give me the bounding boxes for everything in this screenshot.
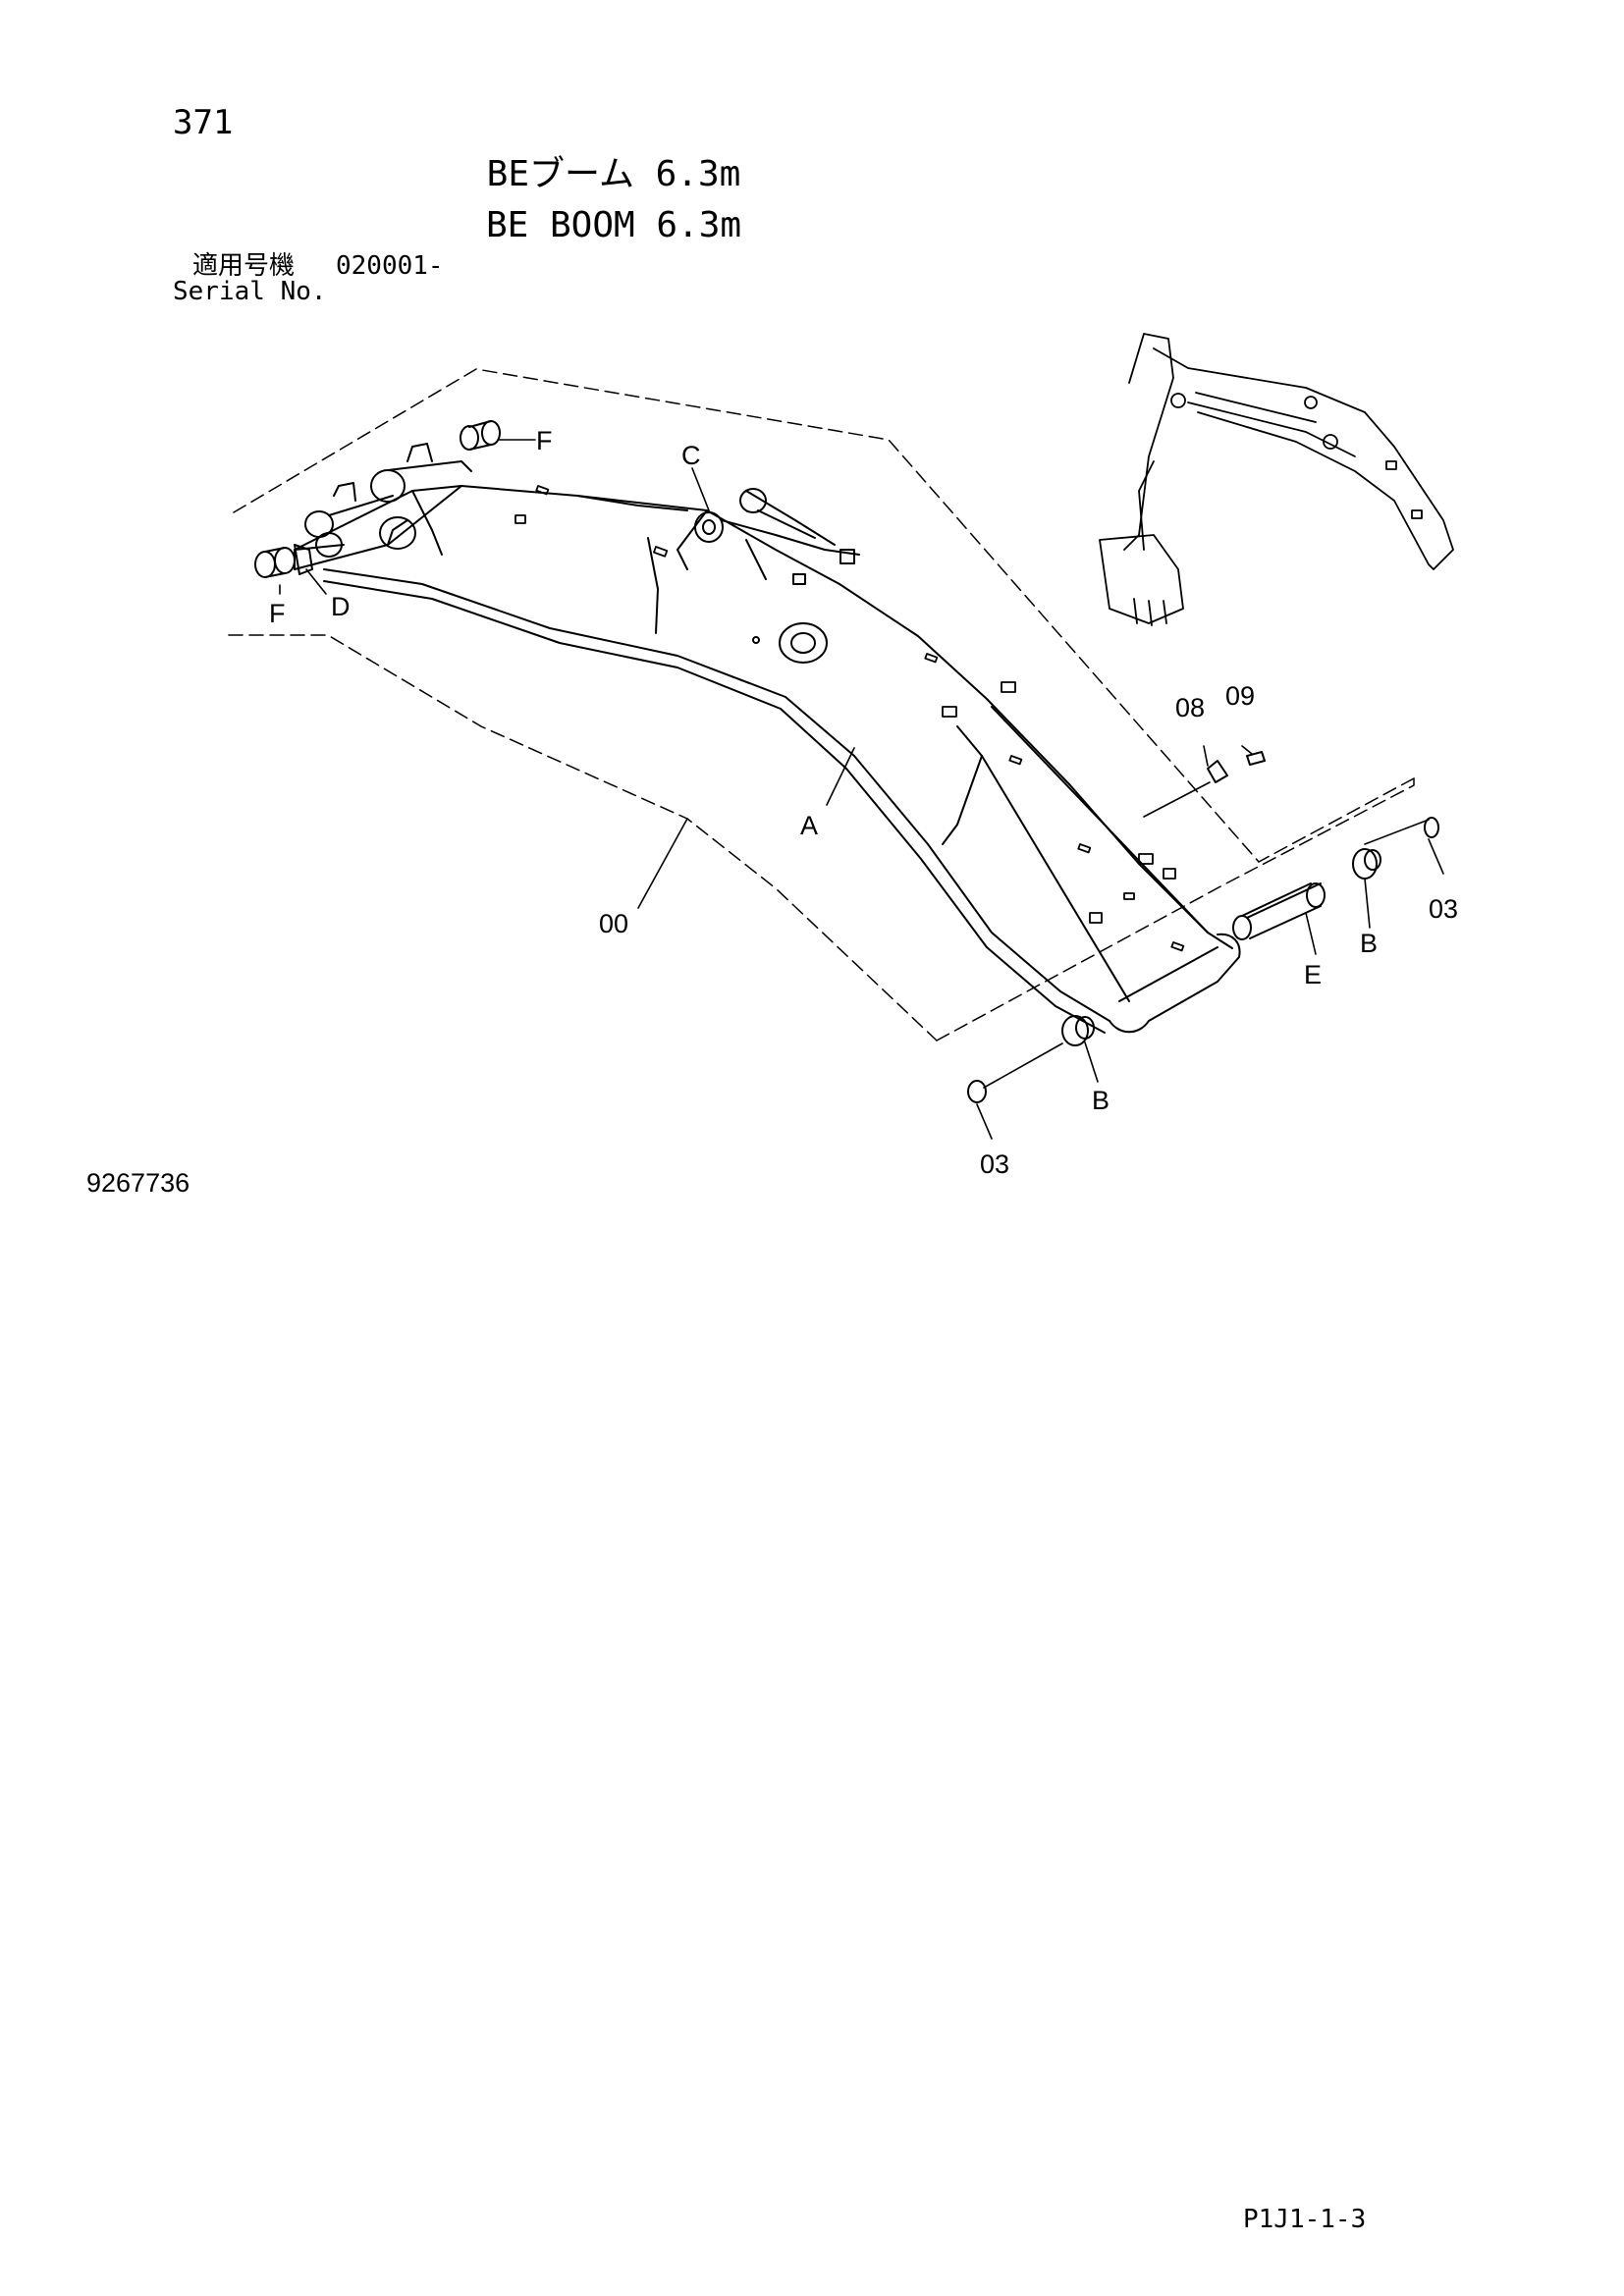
title-japanese: BEブーム 6.3m bbox=[486, 154, 741, 194]
callout-a: A bbox=[800, 811, 818, 840]
callout-f-left: F bbox=[269, 599, 286, 628]
arm-cylinder-bracket bbox=[694, 488, 860, 585]
leader-lines bbox=[279, 439, 1444, 1140]
center-hub bbox=[752, 622, 828, 664]
callout-d: D bbox=[331, 592, 351, 621]
serial-label-english: Serial No. bbox=[173, 277, 327, 306]
serial-number-value: 020001- bbox=[336, 251, 444, 281]
assembly-boundary bbox=[228, 368, 1415, 1041]
footer-page-code: P1J1-1-3 bbox=[1243, 2205, 1367, 2234]
callout-assembly-00: 00 bbox=[599, 909, 628, 938]
title-english: BE BOOM 6.3m bbox=[485, 205, 742, 245]
page-number: 371 bbox=[173, 103, 234, 142]
callout-e: E bbox=[1304, 960, 1322, 989]
drawing-number: 9267736 bbox=[86, 1168, 190, 1198]
callout-c: C bbox=[681, 441, 701, 470]
front-attachment-thumbnail bbox=[1099, 333, 1454, 626]
callout-b-right: B bbox=[1360, 929, 1378, 958]
boom-slots bbox=[514, 485, 1185, 952]
foot-bracket bbox=[304, 443, 472, 558]
pins-bushings bbox=[254, 420, 1439, 1103]
callout-part-09: 09 bbox=[1225, 681, 1255, 711]
callout-b-bottom: B bbox=[1092, 1086, 1110, 1115]
callout-labels: F F D C A 00 08 09 03 B E B 03 bbox=[269, 426, 1458, 1179]
callout-f-top: F bbox=[536, 426, 553, 455]
callout-part-03-bottom: 03 bbox=[980, 1149, 1009, 1179]
callout-part-08: 08 bbox=[1175, 693, 1205, 722]
boom-exploded-diagram: F F D C A 00 08 09 03 B E B 03 bbox=[228, 333, 1458, 1179]
serial-label-japanese: 適用号機 bbox=[192, 251, 296, 281]
boom-body bbox=[294, 485, 1241, 1034]
callout-part-03-right: 03 bbox=[1429, 894, 1458, 924]
